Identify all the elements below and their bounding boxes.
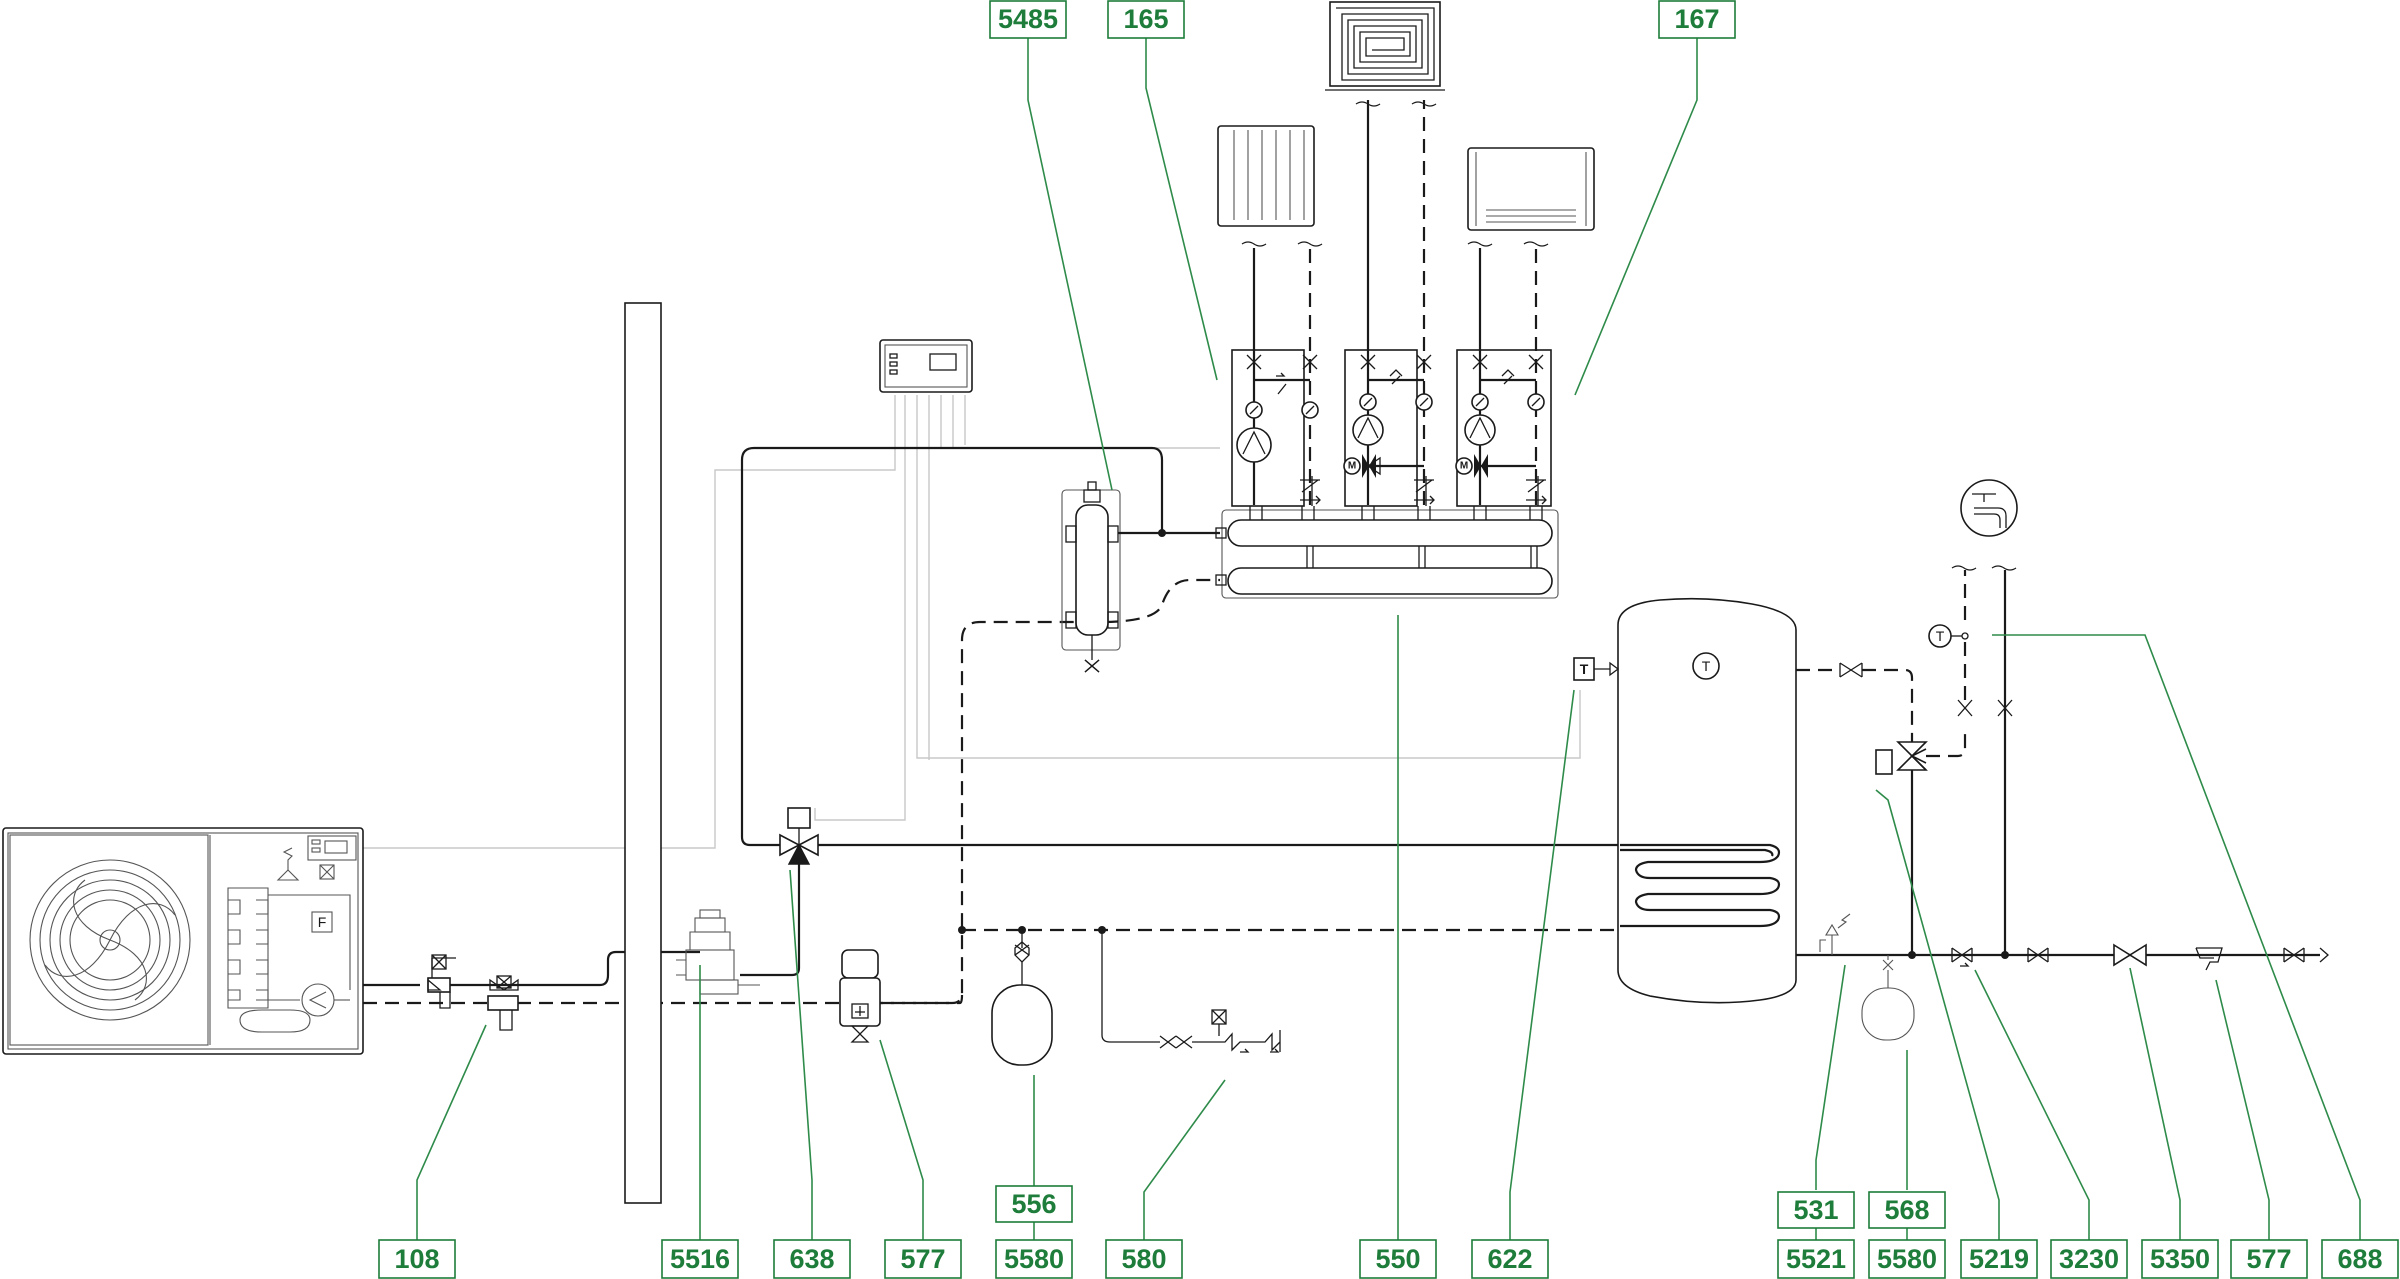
tank-temperature-probe-622: T [1573, 657, 1620, 681]
label-165: 165 [1107, 0, 1185, 39]
label-5521-text: 5521 [1786, 1244, 1846, 1274]
expansion-vessel-556 [991, 930, 1053, 1066]
label-580: 580 [1105, 1239, 1183, 1279]
motor-letter-circuit3: M [1460, 461, 1468, 472]
label-108-text: 108 [394, 1244, 439, 1274]
pressure-reducer-5350 [2113, 943, 2147, 967]
dhw-sensor-letter: T [1936, 628, 1945, 644]
label-5350-text: 5350 [2150, 1244, 2210, 1274]
label-688-text: 688 [2337, 1244, 2382, 1274]
label-580-text: 580 [1121, 1244, 1166, 1274]
filter-577-right [2195, 947, 2223, 971]
tap-icon [1960, 479, 2018, 537]
mixing-group-167: M [1455, 248, 1552, 507]
dhw-storage-tank: T [1617, 597, 1797, 1004]
radiator-emitter [1217, 125, 1323, 247]
label-550-text: 550 [1375, 1244, 1420, 1274]
safety-group-580 [1101, 930, 1281, 1053]
hydraulic-separator-5485 [1061, 481, 1121, 673]
distribution-manifold [1215, 506, 1559, 599]
label-577-right-text: 577 [2246, 1244, 2291, 1274]
label-568: 568 [1868, 1191, 1946, 1229]
label-556: 556 [995, 1185, 1073, 1223]
diverter-valve-638 [779, 807, 819, 865]
underfloor-heating-emitter [1325, 1, 1445, 107]
label-165-text: 165 [1123, 4, 1168, 34]
label-5580-right: 5580 [1868, 1239, 1946, 1279]
tank-sensor-letter: T [1702, 658, 1711, 674]
label-5521: 5521 [1777, 1239, 1855, 1279]
label-5350: 5350 [2141, 1239, 2219, 1279]
filling-valve-5516 [676, 909, 760, 995]
controller-unit [879, 339, 973, 393]
pump-group-165 [1231, 248, 1321, 507]
label-167-text: 167 [1674, 4, 1719, 34]
safety-valve-531 [1819, 913, 1851, 955]
label-531: 531 [1777, 1191, 1855, 1229]
hp-flow-sensor-letter: F [318, 914, 327, 930]
motor-letter-circuit2: M [1348, 461, 1356, 472]
label-5516: 5516 [661, 1239, 739, 1279]
label-3230-text: 3230 [2059, 1244, 2119, 1274]
label-5580-left: 5580 [995, 1239, 1073, 1279]
mixing-group-underfloor: M [1343, 100, 1435, 507]
label-556-text: 556 [1011, 1189, 1056, 1219]
label-5485: 5485 [989, 0, 1067, 39]
expansion-vessel-568 [1861, 955, 1915, 1041]
label-577-left: 577 [884, 1239, 962, 1279]
label-108: 108 [378, 1239, 456, 1279]
check-valve-3230 [1951, 947, 1973, 967]
fan-coil-emitter [1467, 147, 1595, 247]
label-622-text: 622 [1487, 1244, 1532, 1274]
heat-pump-outdoor-unit: F [2, 827, 364, 1055]
dirt-separator-577-left [839, 949, 881, 1043]
leader-lines [416, 38, 2361, 1240]
label-531-text: 531 [1793, 1195, 1838, 1225]
fan-icon [29, 859, 191, 1021]
shutoff-valve-108-return [487, 975, 519, 1031]
label-5516-text: 5516 [670, 1244, 730, 1274]
thermostatic-mixer-5219 [1875, 741, 1928, 775]
tank-coil [1620, 843, 1781, 928]
label-3230: 3230 [2050, 1239, 2128, 1279]
shutoff-valve-108-supply [427, 954, 456, 1009]
label-688: 688 [2321, 1239, 2399, 1279]
label-638-text: 638 [789, 1244, 834, 1274]
label-550: 550 [1359, 1239, 1437, 1279]
label-5580-right-text: 5580 [1877, 1244, 1937, 1274]
label-568-text: 568 [1884, 1195, 1929, 1225]
tank-probe-letter: T [1580, 661, 1589, 677]
building-wall [624, 302, 662, 1204]
label-5485-text: 5485 [998, 4, 1058, 34]
label-167: 167 [1658, 0, 1736, 39]
label-5219-text: 5219 [1969, 1244, 2029, 1274]
label-638: 638 [773, 1239, 851, 1279]
label-577-left-text: 577 [900, 1244, 945, 1274]
label-5219: 5219 [1960, 1239, 2038, 1279]
label-622: 622 [1471, 1239, 1549, 1279]
label-577-right: 577 [2230, 1239, 2308, 1279]
label-5580-left-text: 5580 [1004, 1244, 1064, 1274]
